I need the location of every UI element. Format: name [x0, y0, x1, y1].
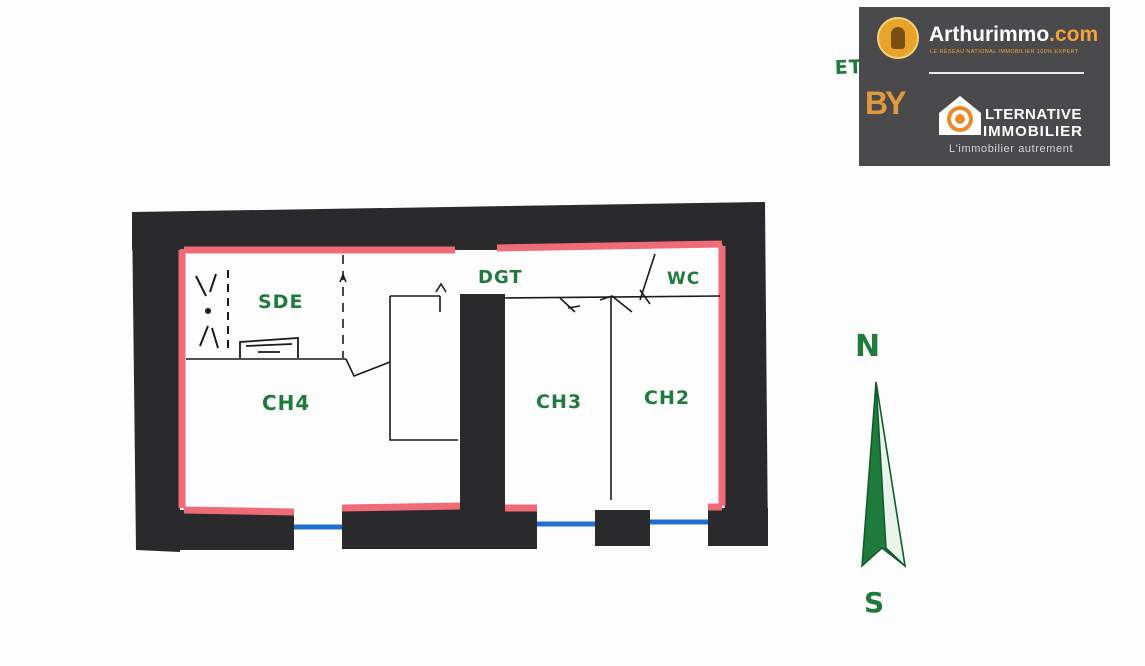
windows: [294, 519, 708, 530]
label-wc: WC: [667, 269, 700, 289]
agency-name-line1: LTERNATIVE: [985, 106, 1082, 123]
brand-name: Arthurimmo.com: [929, 23, 1098, 47]
brand-tld: .com: [1049, 23, 1099, 46]
agency-tagline: L'immobilier autrement: [949, 143, 1074, 155]
washbasin-unit: [239, 337, 299, 358]
compass: N S: [855, 329, 907, 619]
alternative-at-house-icon: [939, 96, 981, 135]
compass-south-label: S: [864, 586, 885, 619]
central-load-bearing-wall: [460, 294, 505, 512]
brand-main: Arthurimmo: [929, 23, 1050, 46]
arthurimmo-emblem-icon: [877, 17, 919, 59]
compass-north-label: N: [855, 329, 881, 364]
label-dgt: DGT: [478, 267, 523, 288]
exterior-walls: [132, 202, 768, 552]
by-mark: BY: [865, 85, 906, 121]
interior-wall-edge: [178, 240, 726, 516]
agency-name-line2: IMMOBILIER: [983, 123, 1083, 140]
label-sde: SDE: [258, 291, 303, 313]
label-ch3: CH3: [536, 391, 582, 413]
logo-divider: [929, 72, 1084, 74]
agency-logo: Arthurimmo.com LE RÉSEAU NATIONAL IMMOBI…: [859, 7, 1110, 166]
shower-symbol: [195, 270, 229, 350]
brand-tagline: LE RÉSEAU NATIONAL IMMOBILIER 100% EXPER…: [930, 49, 1079, 55]
label-ch2: CH2: [644, 387, 690, 409]
label-ch4: CH4: [262, 391, 310, 415]
partition-lines: [186, 253, 721, 500]
